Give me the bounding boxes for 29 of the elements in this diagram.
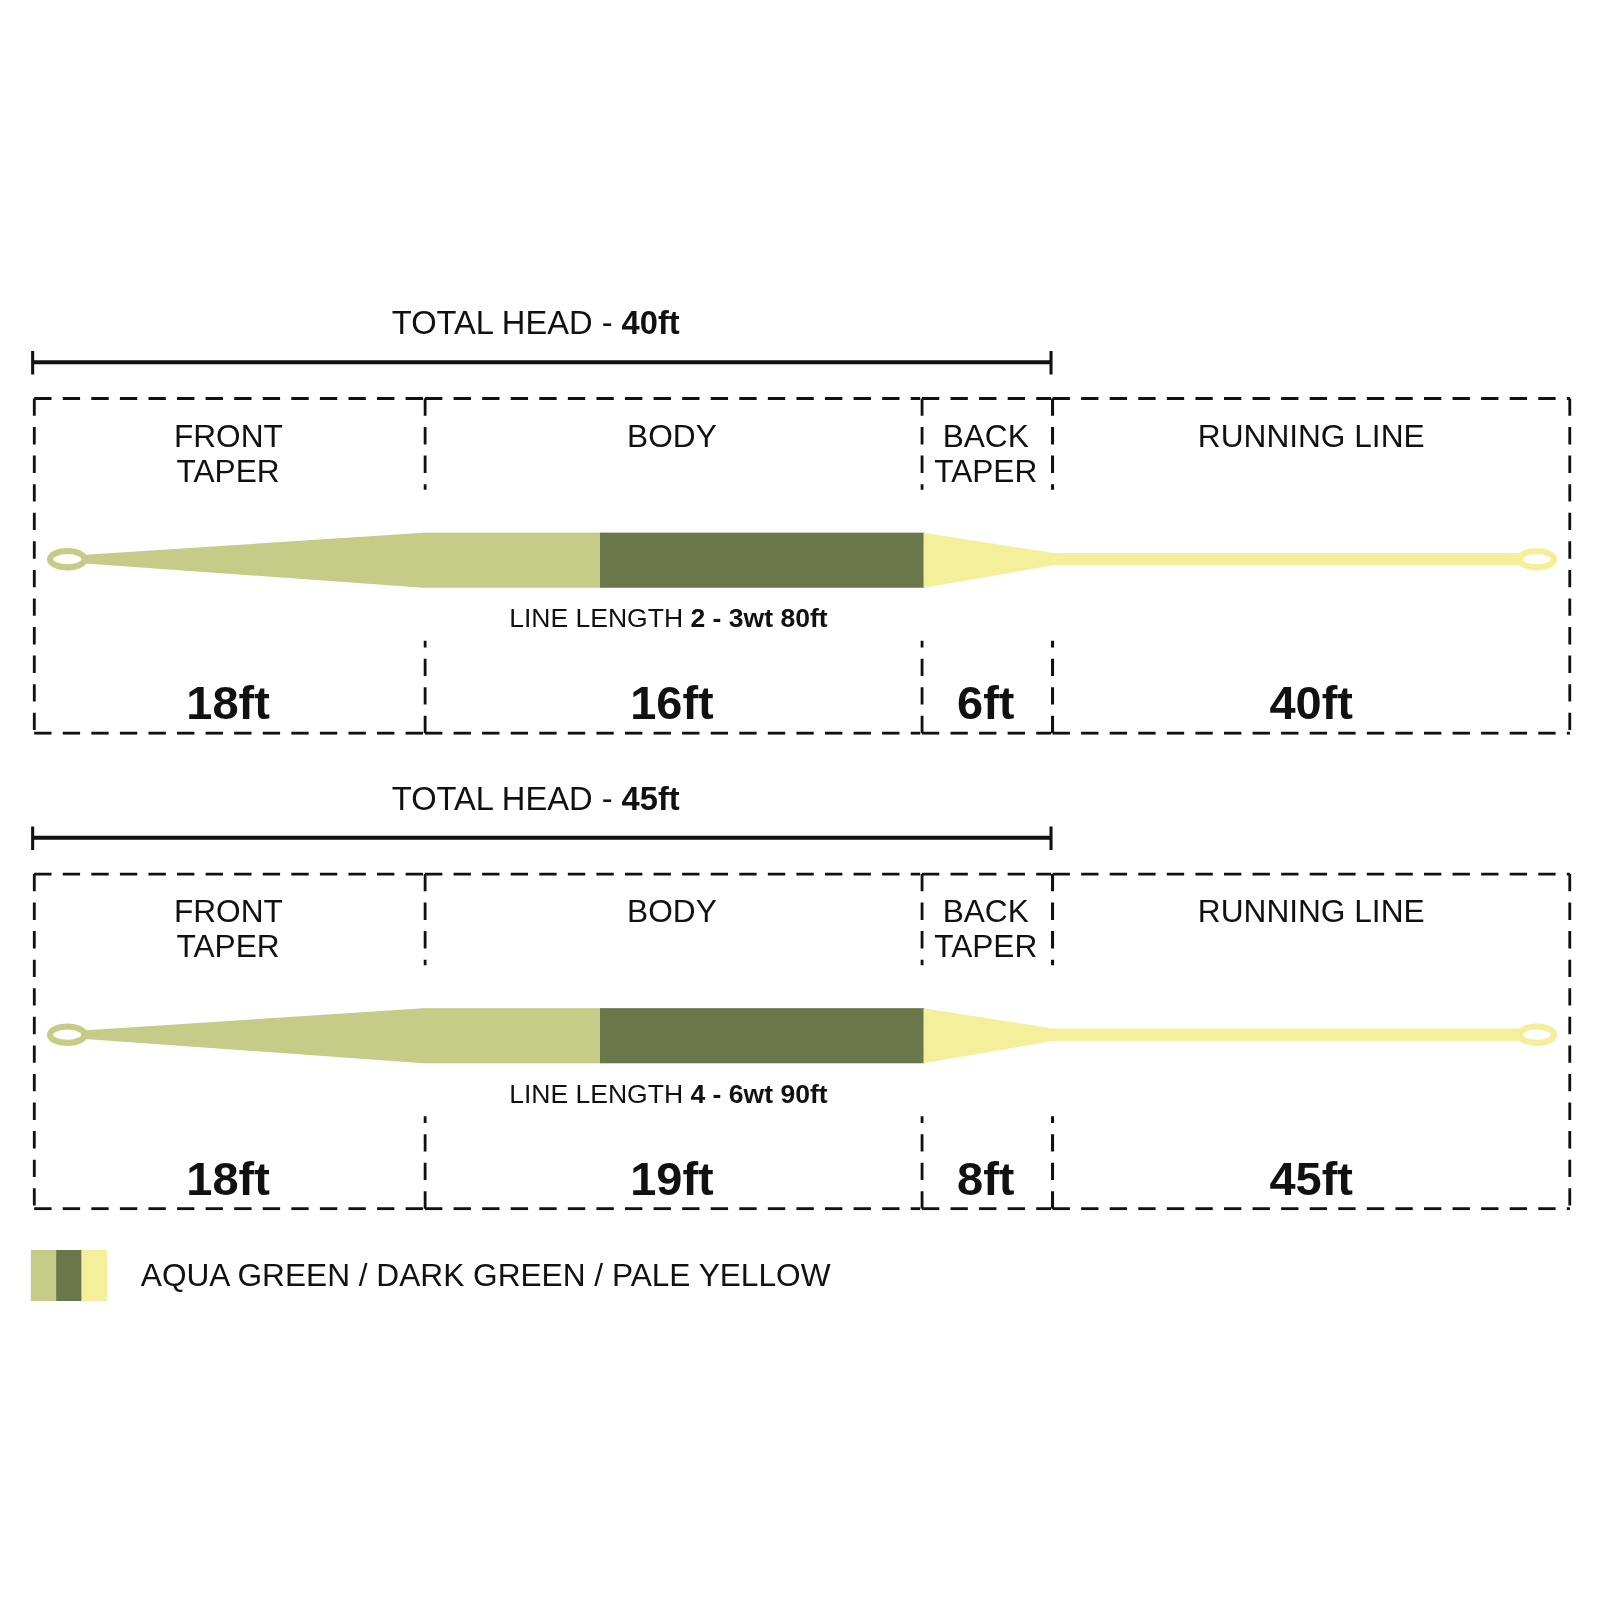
section-box <box>920 872 1051 1211</box>
line-length-label: LINE LENGTH 4 - 6wt 90ft <box>509 1079 828 1109</box>
length-value: 45ft <box>1269 1155 1353 1203</box>
section-box <box>1051 872 1572 1211</box>
length-value: 6ft <box>957 679 1015 727</box>
section-label: BACK TAPER <box>934 894 1038 965</box>
length-value: 16ft <box>630 679 714 727</box>
length-value: 19ft <box>630 1155 714 1203</box>
section-label: FRONT TAPER <box>173 419 283 489</box>
section-box <box>1051 396 1572 735</box>
section-label: BODY <box>627 419 717 455</box>
section-box <box>423 872 921 1211</box>
section-label: RUNNING LINE <box>1197 419 1425 455</box>
length-value: 40ft <box>1269 679 1353 727</box>
length-value: 18ft <box>186 679 270 727</box>
legend-label: AQUA GREEN / DARK GREEN / PALE YELLOW <box>140 1258 831 1293</box>
section-box <box>920 396 1051 735</box>
dimension-label: TOTAL HEAD - 45ft <box>391 781 680 817</box>
line-length-label: LINE LENGTH 2 - 3wt 80ft <box>509 603 828 633</box>
section-box <box>32 872 424 1211</box>
section-label: BODY <box>627 894 717 930</box>
length-value: 18ft <box>186 1155 270 1203</box>
section-box <box>423 396 921 735</box>
dimension-label: TOTAL HEAD - 40ft <box>391 305 680 342</box>
section-label: FRONT TAPER <box>173 894 283 965</box>
section-label: BACK TAPER <box>934 419 1038 489</box>
length-value: 8ft <box>957 1155 1015 1203</box>
section-box <box>32 396 424 735</box>
section-label: RUNNING LINE <box>1197 894 1425 930</box>
